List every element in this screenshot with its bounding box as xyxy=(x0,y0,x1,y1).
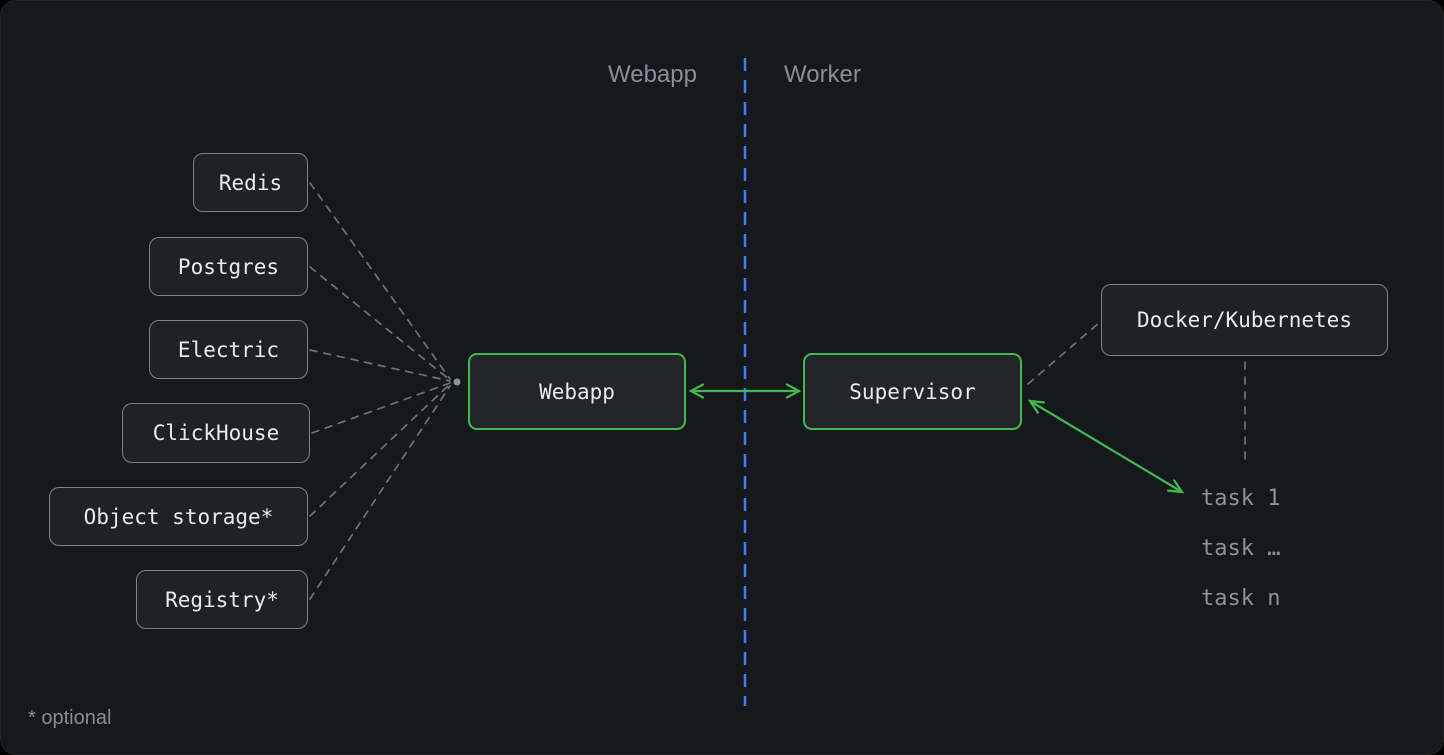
section-label-worker: Worker xyxy=(784,61,861,88)
task-item-n: task n xyxy=(1201,586,1281,611)
node-electric: Electric xyxy=(149,320,308,379)
node-clickhouse: ClickHouse xyxy=(122,403,310,463)
node-postgres: Postgres xyxy=(149,237,308,296)
node-postgres-label: Postgres xyxy=(177,254,280,279)
node-webapp: Webapp xyxy=(468,353,686,430)
node-object-storage-label: Object storage* xyxy=(83,504,274,529)
node-registry: Registry* xyxy=(136,570,308,629)
node-redis-label: Redis xyxy=(218,170,283,195)
optional-footnote: * optional xyxy=(28,707,112,729)
section-label-webapp: Webapp xyxy=(608,61,697,88)
node-supervisor: Supervisor xyxy=(803,353,1022,430)
node-clickhouse-label: ClickHouse xyxy=(152,421,280,445)
node-registry-label: Registry* xyxy=(165,587,279,612)
node-electric-label: Electric xyxy=(177,337,280,362)
node-docker-kubernetes: Docker/Kubernetes xyxy=(1101,284,1388,356)
task-item-ellipsis: task … xyxy=(1201,536,1281,561)
task-item-1: task 1 xyxy=(1201,486,1281,511)
node-webapp-label: Webapp xyxy=(539,379,615,404)
node-supervisor-label: Supervisor xyxy=(849,379,976,404)
node-object-storage: Object storage* xyxy=(49,487,308,546)
node-docker-kubernetes-label: Docker/Kubernetes xyxy=(1137,308,1352,332)
node-redis: Redis xyxy=(193,153,308,212)
